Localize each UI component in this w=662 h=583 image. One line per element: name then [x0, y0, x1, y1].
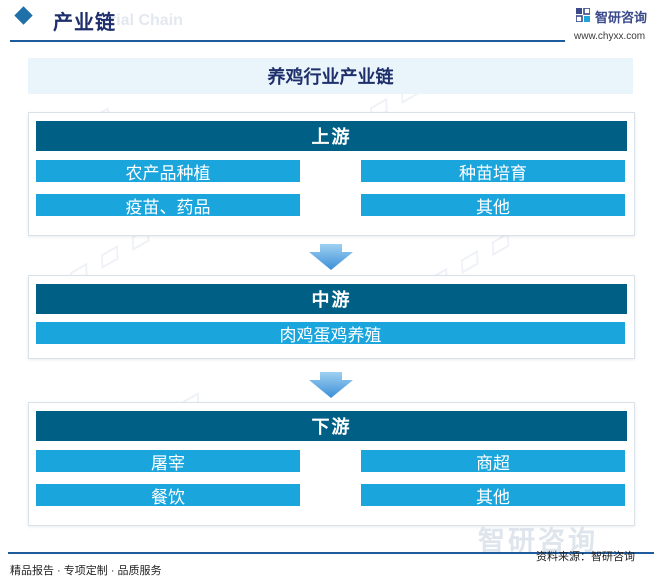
- section-header-midstream: 中游: [36, 284, 627, 314]
- item-upstream-other: 其他: [361, 194, 625, 217]
- logo-name: 智研咨询: [595, 10, 648, 25]
- chyxx-logo-icon: [576, 8, 590, 22]
- footer-source: 资料来源：智研咨询: [536, 551, 635, 563]
- section-upstream: 上游 农产品种植 种苗培育 疫苗、药品 其他: [28, 112, 635, 236]
- item-chicken-farming: 肉鸡蛋鸡养殖: [36, 322, 625, 345]
- section-header-downstream: 下游: [36, 411, 627, 441]
- item-downstream-other: 其他: [361, 484, 625, 507]
- footer-rule: [8, 552, 654, 554]
- section-downstream: 下游 屠宰 商超 餐饮 其他: [28, 402, 635, 526]
- item-supermarket: 商超: [361, 450, 625, 473]
- diagram-title: 养鸡行业产业链: [28, 58, 633, 94]
- logo-url: www.chyxx.com: [574, 31, 646, 42]
- section-midstream: 中游 肉鸡蛋鸡养殖: [28, 275, 635, 359]
- header-ghost-text: rial Chain: [110, 12, 183, 29]
- header-rule: [10, 40, 565, 42]
- footer-slogan: 精品报告 · 专项定制 · 品质服务: [10, 565, 162, 577]
- header-diamond-icon: [14, 6, 33, 25]
- item-slaughter: 屠宰: [36, 450, 300, 473]
- down-arrow-icon: [309, 372, 353, 398]
- section-header-upstream: 上游: [36, 121, 627, 151]
- item-vaccines-drugs: 疫苗、药品: [36, 194, 300, 217]
- down-arrow-icon: [309, 244, 353, 270]
- item-crop-planting: 农产品种植: [36, 160, 300, 183]
- page-title: 产业链: [53, 12, 116, 34]
- footer-watermark-logo: 智研咨询: [478, 526, 598, 556]
- item-chick-breeding: 种苗培育: [361, 160, 625, 183]
- item-catering: 餐饮: [36, 484, 300, 507]
